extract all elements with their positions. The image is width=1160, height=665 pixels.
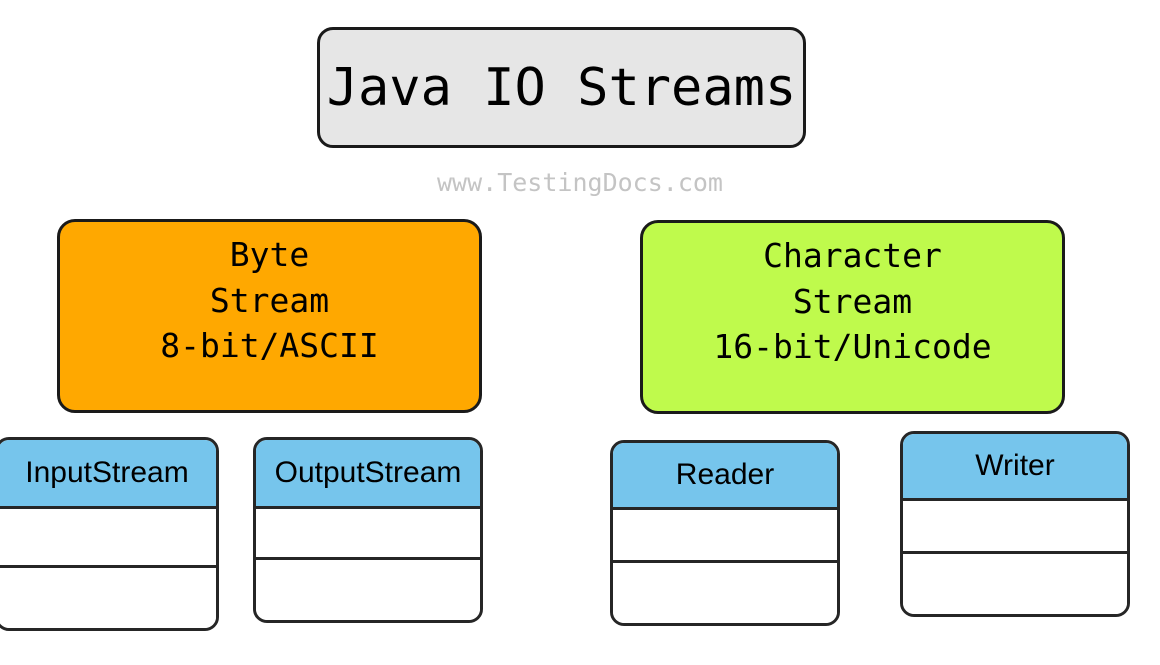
class-box-reader: Reader <box>610 440 840 626</box>
class-box-output-stream: OutputStream <box>253 437 483 623</box>
class-attributes-input-stream <box>0 509 216 568</box>
class-attributes-writer <box>903 501 1127 554</box>
character-stream-line-1: Character <box>763 236 942 275</box>
class-title-input-stream: InputStream <box>25 456 189 489</box>
class-box-input-stream: InputStream <box>0 437 219 631</box>
class-header-input-stream: InputStream <box>0 440 216 509</box>
character-stream-line-3: 16-bit/Unicode <box>713 327 992 367</box>
class-box-writer: Writer <box>900 431 1130 617</box>
watermark-text: www.TestingDocs.com <box>437 168 723 197</box>
character-stream-line-2: Stream <box>792 281 913 321</box>
class-methods-reader <box>613 563 837 623</box>
class-attributes-output-stream <box>256 509 480 560</box>
byte-stream-line-1: Byte <box>229 235 310 274</box>
diagram-title-box: Java IO Streams <box>317 27 806 148</box>
class-title-writer: Writer <box>975 449 1055 482</box>
class-methods-output-stream <box>256 560 480 620</box>
class-title-output-stream: OutputStream <box>274 456 462 489</box>
character-stream-box: Character Stream 16-bit/Unicode <box>640 220 1065 414</box>
class-title-reader: Reader <box>675 458 775 491</box>
byte-stream-box: Byte Stream 8-bit/ASCII <box>57 219 482 413</box>
class-header-writer: Writer <box>903 434 1127 501</box>
byte-stream-line-3: 8-bit/ASCII <box>160 326 379 366</box>
class-methods-writer <box>903 554 1127 614</box>
class-header-reader: Reader <box>613 443 837 510</box>
class-methods-input-stream <box>0 568 216 628</box>
class-header-output-stream: OutputStream <box>256 440 480 509</box>
class-attributes-reader <box>613 510 837 563</box>
byte-stream-line-2: Stream <box>209 280 330 320</box>
page-title: Java IO Streams <box>326 57 797 118</box>
